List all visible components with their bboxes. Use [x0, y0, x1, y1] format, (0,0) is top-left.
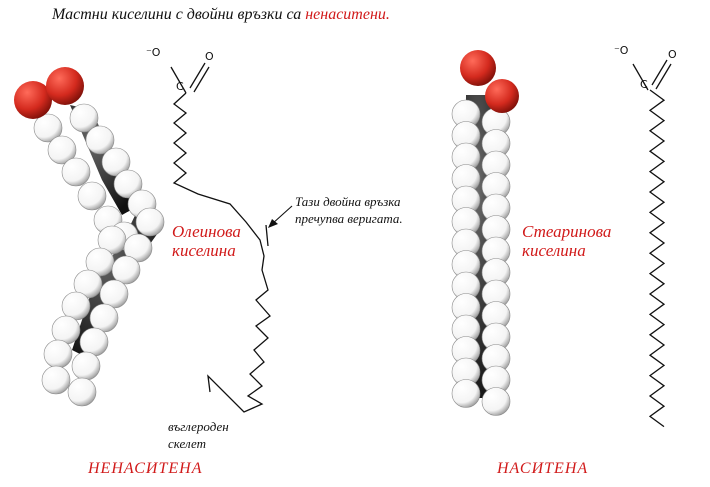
stearic-o-label: O: [668, 48, 677, 61]
stearic-space-filling-model: [451, 50, 519, 416]
oleic-hydrogen-atom: [41, 365, 71, 395]
oleic-hydrogen-atom: [51, 315, 81, 345]
oleic-hydrogen-atom: [69, 103, 99, 133]
oleic-hydrogen-atom: [79, 327, 109, 357]
oleic-hydrogen-atom: [113, 169, 143, 199]
oleic-hydrogen-atom: [47, 135, 77, 165]
oleic-hydrogen-atom: [85, 125, 115, 155]
stearic-name-line1: Стеаринова: [522, 222, 612, 241]
title-highlight: ненаситени.: [305, 6, 390, 23]
title-prefix: Мастни киселини с двойни връзки са: [52, 6, 306, 23]
skeleton-line1: въглероден: [168, 419, 229, 434]
oleic-hydrogen-atom: [43, 339, 73, 369]
skeleton-line2: скелет: [168, 436, 206, 451]
oleic-hydrogen-atom: [135, 207, 165, 237]
stearic-oxygen-atoms: [460, 50, 519, 113]
double-bond-arrow: [268, 205, 293, 228]
oleic-name-line2: киселина: [172, 241, 236, 260]
annotation-line1: Тази двойна връзка: [295, 194, 401, 209]
oleic-hydrogen-atom: [101, 147, 131, 177]
stearic-acid-label: Стеаринова киселина: [522, 222, 611, 260]
oleic-name-line1: Олеинова: [172, 222, 241, 241]
oleic-hydrogen-atom: [85, 247, 115, 277]
double-bond-annotation: Тази двойна връзка пречупва веригата.: [295, 193, 403, 227]
stearic-hydrogen-atom: [481, 387, 511, 416]
oleic-hydrogen-atom: [111, 255, 141, 285]
stearic-c-label: C: [640, 78, 648, 91]
oleic-skeletal-formula: [170, 62, 271, 413]
stearic-name-line2: киселина: [522, 241, 586, 260]
oleic-o-label: O: [205, 50, 214, 63]
oleic-hydrogen-atom: [77, 181, 107, 211]
oleic-hydrogen-atoms: [33, 103, 165, 407]
stearic-hydrogen-atoms: [451, 99, 511, 416]
unsaturated-category-label: НЕНАСИТЕНА: [88, 460, 203, 477]
oleic-c-label: C: [176, 80, 184, 93]
oleic-acid-label: Олеинова киселина: [172, 222, 241, 260]
oleic-hydrogen-atom: [61, 157, 91, 187]
stearic-o-minus-label: ⁻O: [614, 44, 629, 57]
oleic-hydrogen-atom: [67, 377, 97, 407]
annotation-line2: пречупва веригата.: [295, 211, 403, 226]
stearic-skeletal-formula: [632, 59, 672, 428]
stearic-hydrogen-atom: [451, 379, 481, 408]
oleic-hydrogen-atom: [123, 233, 153, 263]
oleic-o-minus-label: ⁻O: [146, 46, 161, 59]
oleic-hydrogen-atom: [33, 113, 63, 143]
oleic-hydrogen-atom: [73, 269, 103, 299]
oleic-hydrogen-atom: [97, 225, 127, 255]
oleic-hydrogen-atom: [71, 351, 101, 381]
page-title: Мастни киселини с двойни връзки са ненас…: [52, 6, 390, 24]
saturated-category-label: НАСИТЕНА: [497, 460, 589, 477]
oleic-space-filling-model: [14, 67, 165, 407]
carbon-skeleton-label: въглероден скелет: [168, 418, 229, 452]
oleic-oxygen-atoms: [14, 67, 84, 119]
